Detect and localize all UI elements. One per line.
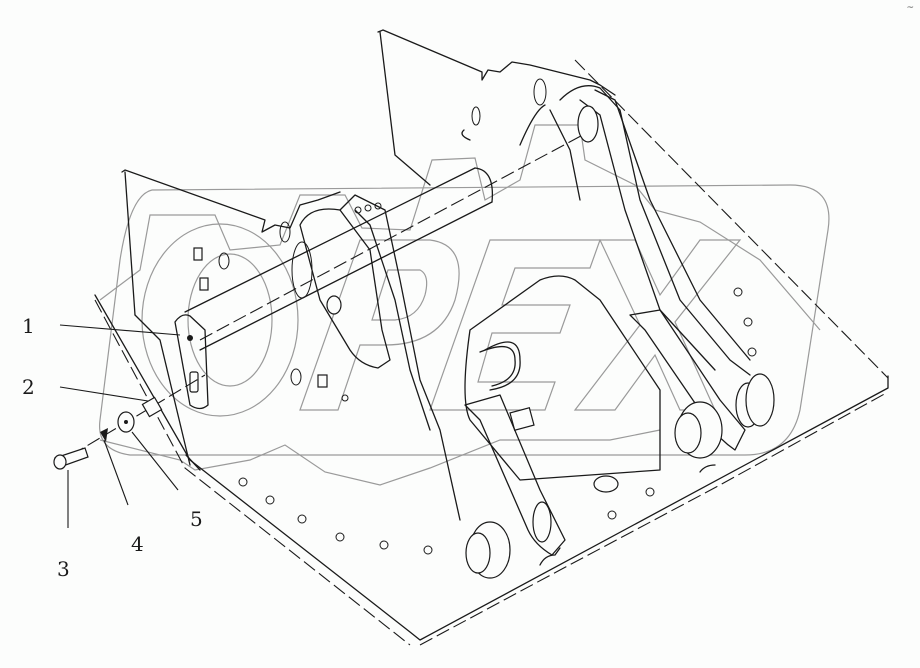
callouts: 1 2 3 4 5	[22, 314, 203, 581]
callout-1: 1	[22, 314, 35, 338]
lower-lugs	[464, 309, 775, 556]
fastener-assembly	[53, 314, 209, 470]
center-frame	[464, 275, 661, 493]
callout-2: 2	[22, 375, 35, 399]
base-plate	[94, 59, 889, 646]
left-arm	[218, 194, 461, 521]
right-arm	[549, 85, 751, 376]
callout-5: 5	[190, 507, 203, 531]
rear-plate	[377, 29, 616, 186]
callout-4: 4	[131, 532, 144, 556]
lock-washer-part	[100, 428, 108, 442]
opex-watermark	[98, 124, 830, 486]
clips	[193, 247, 349, 402]
callout-3: 3	[57, 557, 70, 581]
bushings	[465, 401, 723, 579]
nut-part	[141, 396, 163, 418]
corner-mark: ~	[906, 3, 914, 13]
bolt-holes	[238, 287, 757, 555]
left-side-plate	[121, 169, 341, 466]
pin-plate	[174, 314, 209, 410]
pivot-tube	[184, 129, 593, 351]
